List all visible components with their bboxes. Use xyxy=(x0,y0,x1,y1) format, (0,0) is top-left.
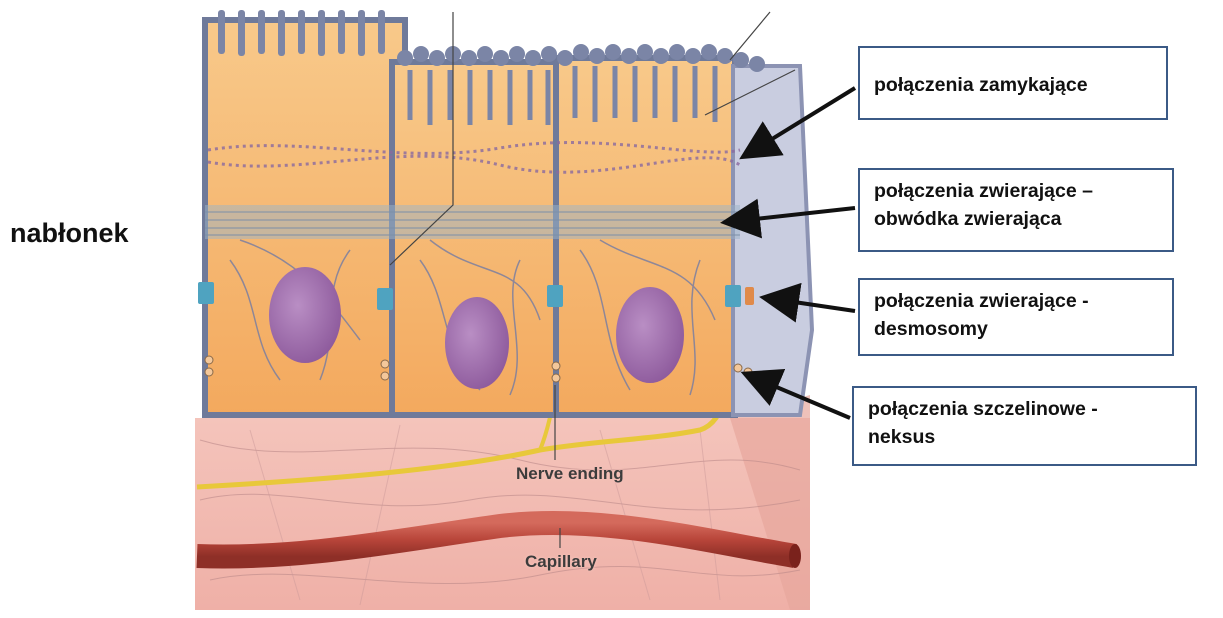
callout-adhesion-belt: połączenia zwierające – obwódka zwierają… xyxy=(858,168,1174,252)
side-title: nabłonek xyxy=(10,218,129,248)
nucleus xyxy=(445,297,509,389)
capillary-vessel xyxy=(196,510,797,569)
arrow-desmosomes xyxy=(759,282,856,323)
callout-line: neksus xyxy=(868,425,936,448)
arrow-adhesion-belt xyxy=(720,198,856,239)
nerve-ending-label: Nerve ending xyxy=(516,464,624,483)
callout-gap-junction: połączenia szczelinowe - neksus xyxy=(852,386,1197,466)
connective-tissue xyxy=(195,395,810,610)
arrow-gap-junction xyxy=(740,369,851,420)
callout-line: połączenia zwierające – xyxy=(874,180,1093,202)
callout-arrows xyxy=(720,86,857,420)
callout-desmosomes: połączenia zwierające - desmosomy xyxy=(858,278,1174,356)
callout-line: połączenia zamykające xyxy=(874,74,1088,96)
nerve-fiber xyxy=(196,394,728,490)
callout-tight-junction: połączenia zamykające xyxy=(858,46,1168,120)
callout-line: połączenia zwierające - xyxy=(874,290,1089,312)
arrow-tight-junction xyxy=(739,86,857,160)
callout-line: połączenia szczelinowe - xyxy=(868,398,1098,420)
callout-line: desmosomy xyxy=(874,317,988,340)
callout-line: obwódka zwierająca xyxy=(874,207,1062,230)
nucleus xyxy=(269,267,341,363)
nucleus xyxy=(616,287,684,383)
capillary-label: Capillary xyxy=(525,552,597,571)
